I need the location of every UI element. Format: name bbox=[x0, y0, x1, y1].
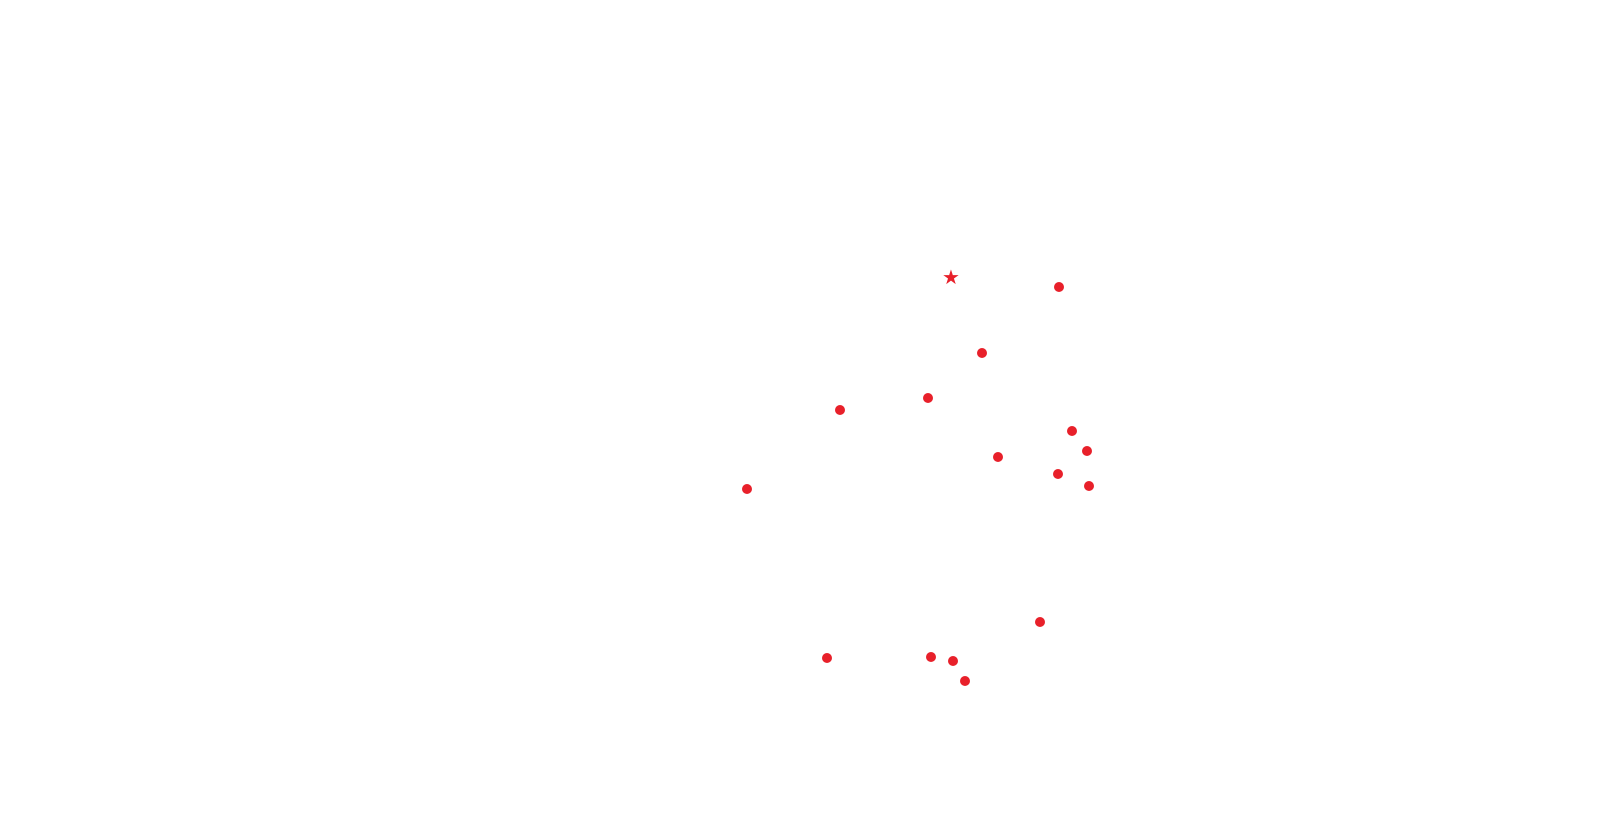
map-marker[interactable] bbox=[960, 676, 970, 686]
map-marker[interactable] bbox=[822, 653, 832, 663]
map-marker[interactable] bbox=[1054, 282, 1064, 292]
map-marker[interactable] bbox=[923, 393, 933, 403]
map-marker[interactable] bbox=[1082, 446, 1092, 456]
map-marker[interactable] bbox=[1035, 617, 1045, 627]
map-marker[interactable] bbox=[835, 405, 845, 415]
map-marker[interactable] bbox=[977, 348, 987, 358]
map-marker[interactable] bbox=[948, 656, 958, 666]
map-marker[interactable] bbox=[926, 652, 936, 662]
map-marker[interactable] bbox=[1053, 469, 1063, 479]
map-marker[interactable] bbox=[742, 484, 752, 494]
map-marker[interactable] bbox=[1084, 481, 1094, 491]
map-marker[interactable] bbox=[993, 452, 1003, 462]
star-marker-icon[interactable]: ★ bbox=[942, 267, 960, 289]
map-marker[interactable] bbox=[1067, 426, 1077, 436]
